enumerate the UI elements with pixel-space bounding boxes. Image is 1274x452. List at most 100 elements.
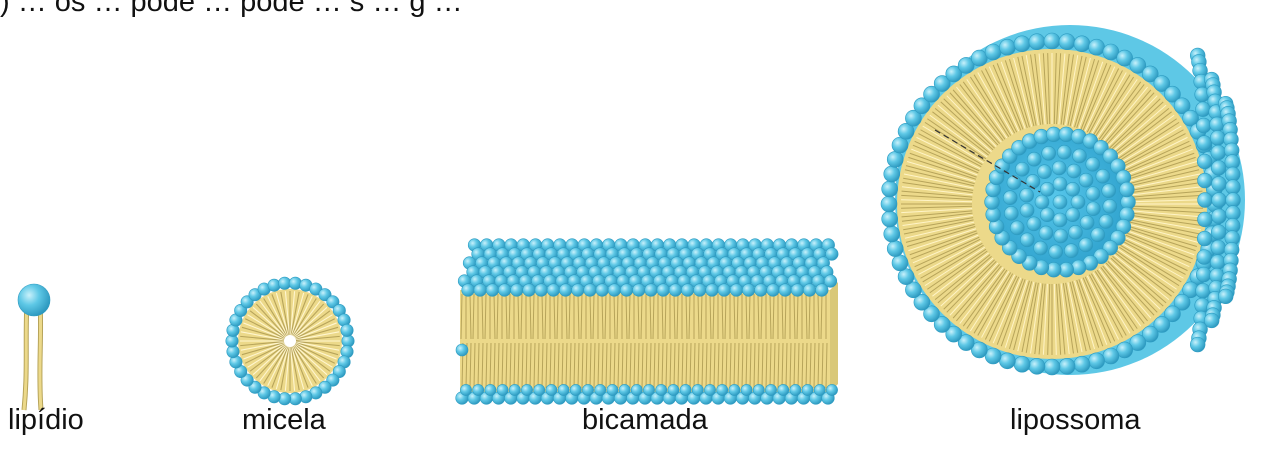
polar-head bbox=[741, 384, 752, 395]
polar-head bbox=[694, 284, 707, 297]
polar-head bbox=[1089, 353, 1105, 369]
polar-head bbox=[1053, 195, 1067, 209]
label-lipid: lipídio bbox=[8, 403, 84, 437]
polar-head bbox=[1042, 146, 1056, 160]
liposome-icon bbox=[881, 25, 1245, 375]
polar-head bbox=[1226, 193, 1241, 208]
polar-head bbox=[572, 284, 585, 297]
polar-head bbox=[1040, 208, 1054, 222]
polar-head bbox=[1079, 238, 1093, 252]
polar-head bbox=[1053, 177, 1067, 191]
micelle-center bbox=[284, 335, 296, 347]
polar-head bbox=[704, 384, 715, 395]
polar-head bbox=[999, 39, 1015, 55]
polar-head bbox=[1034, 241, 1048, 255]
polar-head bbox=[1091, 228, 1105, 242]
polar-head bbox=[1052, 161, 1066, 175]
polar-head bbox=[681, 284, 694, 297]
polar-head bbox=[1197, 154, 1212, 169]
polar-head bbox=[1103, 199, 1117, 213]
polar-head bbox=[1059, 34, 1075, 50]
polar-head bbox=[547, 284, 560, 297]
polar-head bbox=[619, 384, 630, 395]
polar-head bbox=[1079, 173, 1093, 187]
polar-head bbox=[497, 384, 508, 395]
polar-head bbox=[1027, 152, 1041, 166]
polar-head bbox=[755, 284, 768, 297]
polar-head bbox=[631, 384, 642, 395]
polar-head bbox=[1211, 240, 1226, 255]
polar-head bbox=[1029, 34, 1045, 50]
polar-head bbox=[645, 284, 658, 297]
polar-head bbox=[1059, 358, 1075, 374]
polar-head bbox=[485, 384, 496, 395]
polar-head bbox=[1198, 212, 1213, 227]
polar-head bbox=[570, 384, 581, 395]
polar-head bbox=[1039, 226, 1053, 240]
polar-head bbox=[1003, 191, 1017, 205]
polar-head bbox=[584, 284, 597, 297]
polar-head bbox=[1196, 118, 1211, 133]
polar-head bbox=[1053, 213, 1067, 227]
polar-head bbox=[1212, 176, 1227, 191]
polar-head bbox=[498, 284, 511, 297]
polar-head bbox=[341, 324, 353, 336]
polar-head bbox=[18, 284, 50, 316]
polar-head bbox=[718, 284, 731, 297]
polar-head bbox=[1072, 149, 1086, 163]
polar-head bbox=[1049, 245, 1063, 259]
polar-head bbox=[1074, 36, 1090, 52]
polar-head bbox=[608, 284, 621, 297]
polar-head bbox=[474, 284, 487, 297]
polar-head bbox=[1007, 176, 1021, 190]
polar-head bbox=[1074, 356, 1090, 372]
polar-head bbox=[643, 384, 654, 395]
polar-head bbox=[730, 284, 743, 297]
polar-head bbox=[1020, 188, 1034, 202]
polar-head bbox=[1004, 206, 1018, 220]
polar-head bbox=[509, 384, 520, 395]
polar-head bbox=[1099, 214, 1113, 228]
polar-head bbox=[706, 284, 719, 297]
polar-head bbox=[1054, 229, 1068, 243]
polar-head bbox=[511, 284, 524, 297]
polar-head bbox=[791, 284, 804, 297]
polar-head bbox=[1029, 358, 1045, 374]
polar-head bbox=[999, 353, 1015, 369]
polar-head bbox=[558, 384, 569, 395]
polar-head bbox=[816, 284, 829, 297]
lipid-molecule-icon bbox=[18, 284, 50, 410]
polar-head bbox=[1027, 217, 1041, 231]
polar-head bbox=[657, 284, 670, 297]
polar-head bbox=[486, 284, 499, 297]
polar-head bbox=[1103, 348, 1119, 364]
polar-head bbox=[1086, 187, 1100, 201]
polar-head bbox=[742, 284, 755, 297]
polar-head bbox=[656, 384, 667, 395]
polar-head bbox=[884, 166, 900, 182]
polar-head bbox=[692, 384, 703, 395]
polar-head bbox=[884, 226, 900, 242]
polar-head bbox=[595, 384, 606, 395]
polar-head bbox=[462, 284, 475, 297]
polar-head bbox=[460, 384, 471, 395]
polar-head bbox=[1086, 202, 1100, 216]
polar-head bbox=[633, 284, 646, 297]
polar-head bbox=[607, 384, 618, 395]
polar-head bbox=[1102, 184, 1116, 198]
polar-head bbox=[1197, 250, 1212, 265]
label-liposome: lipossoma bbox=[1010, 403, 1141, 437]
polar-head bbox=[559, 284, 572, 297]
polar-head bbox=[790, 384, 801, 395]
polar-head bbox=[1057, 145, 1071, 159]
polar-head bbox=[1212, 193, 1227, 208]
polar-head bbox=[765, 384, 776, 395]
polar-head bbox=[1066, 182, 1080, 196]
polar-head bbox=[803, 284, 816, 297]
polar-head bbox=[1211, 225, 1226, 240]
polar-head bbox=[669, 284, 682, 297]
label-micelle: micela bbox=[242, 403, 326, 437]
polar-head bbox=[882, 211, 898, 227]
polar-head bbox=[729, 384, 740, 395]
